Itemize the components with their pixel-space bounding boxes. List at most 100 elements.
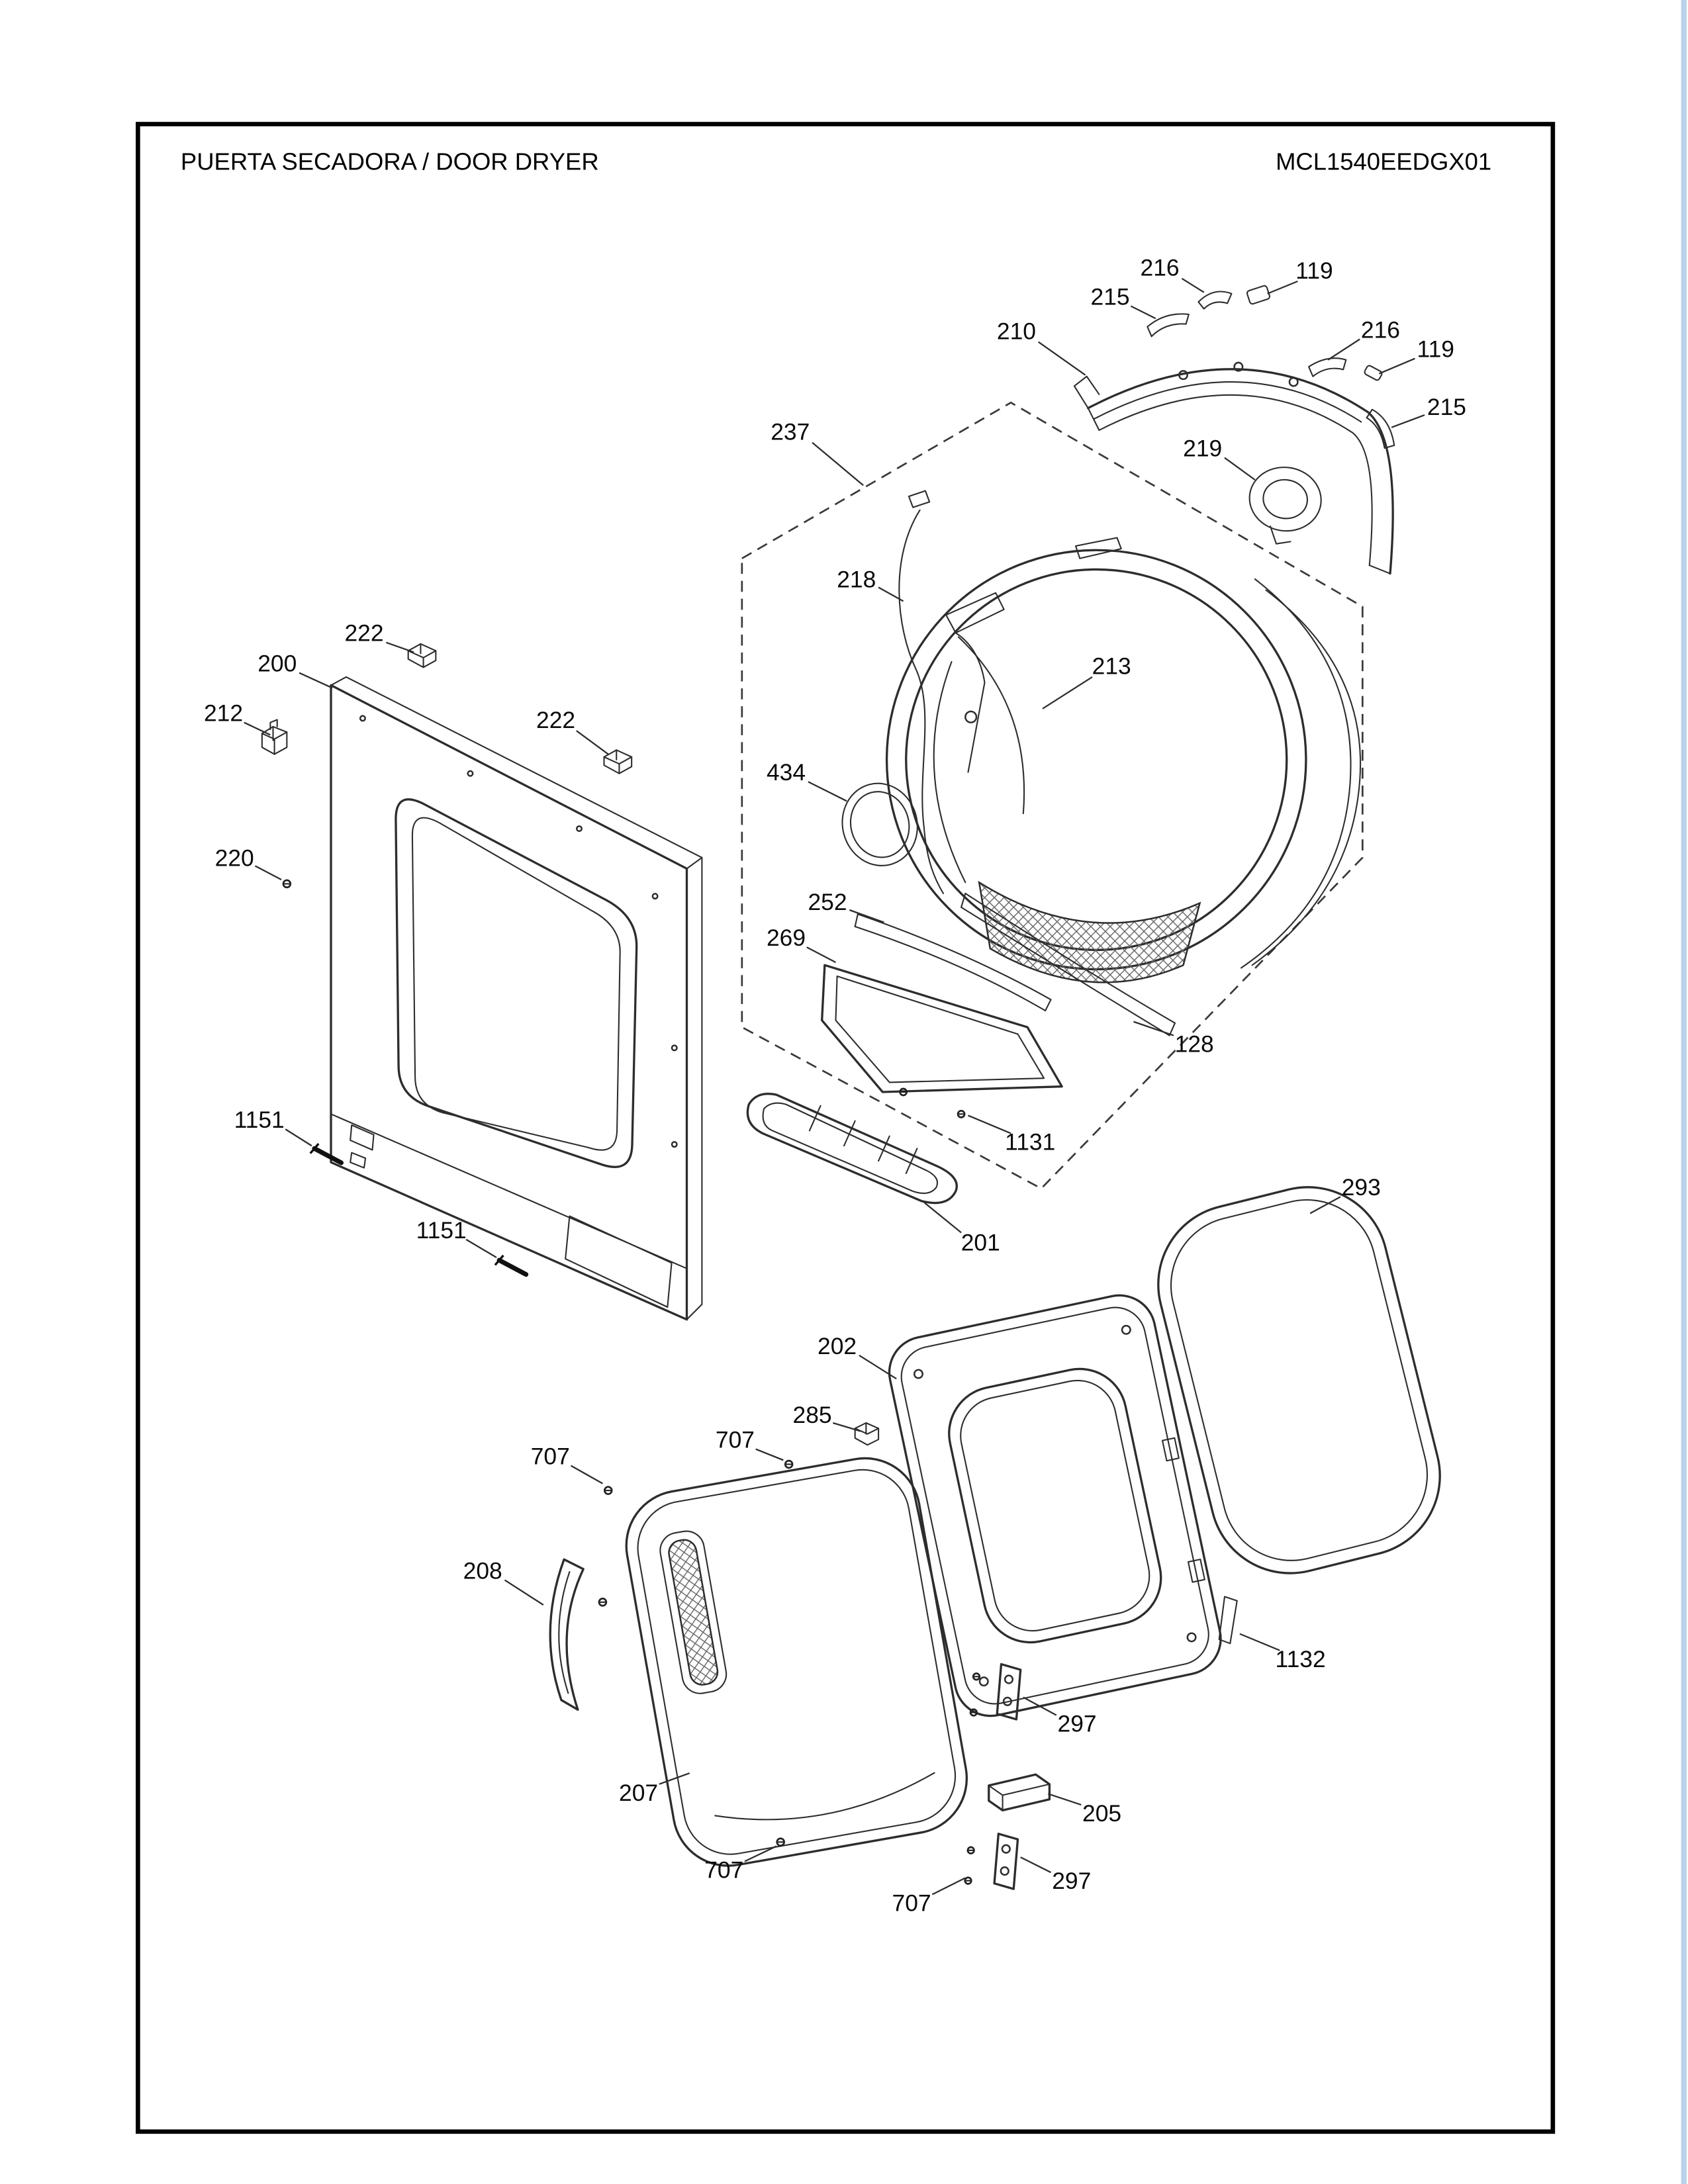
leader-1131	[968, 1115, 1011, 1134]
part-218-wire	[898, 490, 945, 895]
part-1151-screw	[309, 1143, 344, 1165]
callout-201: 201	[961, 1230, 1000, 1256]
callout-219: 219	[1183, 435, 1222, 462]
part-219-grommet	[1248, 467, 1322, 545]
callout-269: 269	[767, 925, 806, 951]
hinge-screw	[972, 1672, 981, 1681]
callout-293: 293	[1342, 1174, 1381, 1201]
page-border	[136, 122, 1556, 2134]
callout-707: 707	[531, 1443, 570, 1470]
leader-269	[806, 946, 837, 964]
hinge-screw	[969, 1708, 978, 1717]
leader-293	[1309, 1196, 1341, 1214]
part-707-screw	[966, 1846, 975, 1854]
panel-lower-cutout	[565, 1215, 673, 1308]
model-number: MCL1540EEDGX01	[1276, 148, 1491, 175]
callout-216: 216	[1361, 316, 1400, 343]
callout-128: 128	[1175, 1031, 1214, 1058]
callout-222: 222	[536, 707, 575, 733]
callout-205: 205	[1082, 1800, 1121, 1827]
part-1132-strip	[1218, 1596, 1238, 1645]
leader-128	[1133, 1021, 1174, 1036]
leader-297	[1023, 1696, 1057, 1716]
leader-707	[931, 1877, 966, 1895]
leader-434	[808, 781, 847, 802]
leader-219	[1224, 457, 1256, 480]
leader-285	[833, 1422, 861, 1432]
part-293-door-gasket	[1157, 1186, 1441, 1574]
leader-707	[744, 1845, 777, 1862]
callout-200: 200	[258, 651, 297, 677]
callout-222: 222	[344, 620, 383, 647]
callout-220: 220	[215, 844, 254, 871]
callout-707: 707	[892, 1890, 931, 1917]
leader-119	[1267, 280, 1298, 295]
callout-707: 707	[704, 1857, 743, 1884]
door-handle-recess	[659, 1530, 727, 1694]
part-707-screw	[784, 1459, 794, 1469]
part-297-hinge	[996, 1662, 1022, 1721]
leader-215	[1130, 305, 1156, 320]
leader-216	[1181, 277, 1205, 293]
part-200-front-panel	[330, 676, 703, 1321]
callout-210: 210	[997, 318, 1036, 345]
part-252-seal-strip	[854, 913, 1052, 1012]
callout-213: 213	[1092, 653, 1131, 680]
callout-215: 215	[1427, 394, 1466, 420]
part-207-outer-door-panel	[625, 1457, 968, 1867]
callout-212: 212	[204, 700, 243, 727]
leader-205	[1047, 1793, 1082, 1806]
part-128-felt-seal	[961, 892, 1176, 1036]
part-201-lint-filter	[746, 1093, 958, 1205]
callout-237: 237	[771, 419, 810, 445]
part-707-screw	[776, 1837, 785, 1847]
callout-215: 215	[1091, 283, 1130, 310]
leader-212	[244, 721, 271, 736]
leader-222	[576, 730, 609, 755]
leader-220	[254, 865, 282, 881]
part-216-clip	[1197, 291, 1233, 310]
part-215-strip	[1147, 313, 1190, 338]
part-1131-screw	[957, 1109, 966, 1118]
page-title: PUERTA SECADORA / DOOR DRYER	[181, 148, 599, 175]
leader-201	[923, 1201, 962, 1234]
part-119-pad	[1246, 285, 1271, 305]
part-213-air-grille	[978, 880, 1201, 983]
part-220-screw	[282, 879, 292, 889]
part-269-duct-cover	[821, 964, 1063, 1093]
callout-1132: 1132	[1276, 1646, 1326, 1672]
leader-237	[812, 441, 864, 486]
leader-213	[1042, 676, 1093, 709]
leader-208	[504, 1579, 544, 1606]
callout-285: 285	[793, 1402, 832, 1428]
callout-707: 707	[716, 1427, 755, 1453]
part-216-clip	[1308, 357, 1347, 377]
part-215-strip	[1366, 408, 1395, 449]
part-212-switch	[261, 719, 288, 755]
part-1151-screw	[494, 1254, 529, 1277]
callout-1151: 1151	[416, 1217, 467, 1244]
part-202-door-inner-frame	[888, 1294, 1222, 1717]
callout-202: 202	[818, 1333, 857, 1359]
callout-252: 252	[808, 889, 847, 915]
leader-216	[1327, 338, 1360, 361]
part-237-dashed-boundary	[741, 401, 1364, 1190]
part-297-hinge	[993, 1833, 1019, 1890]
part-205-block	[988, 1773, 1051, 1812]
callout-1151: 1151	[234, 1107, 285, 1133]
part-208-door-handle	[549, 1558, 585, 1711]
part-707-screw	[964, 1876, 972, 1885]
part-707-screw	[598, 1598, 608, 1607]
part-210-top-trim	[1073, 361, 1394, 575]
part-222-bracket	[603, 749, 633, 774]
leader-218	[878, 586, 904, 602]
leader-210	[1038, 341, 1086, 376]
leader-297	[1020, 1856, 1052, 1874]
leader-119	[1378, 357, 1415, 375]
leader-1132	[1239, 1633, 1280, 1651]
part-1131-screw	[899, 1087, 908, 1097]
callout-216: 216	[1141, 255, 1180, 281]
leader-252	[849, 909, 884, 923]
leader-222	[385, 641, 414, 653]
